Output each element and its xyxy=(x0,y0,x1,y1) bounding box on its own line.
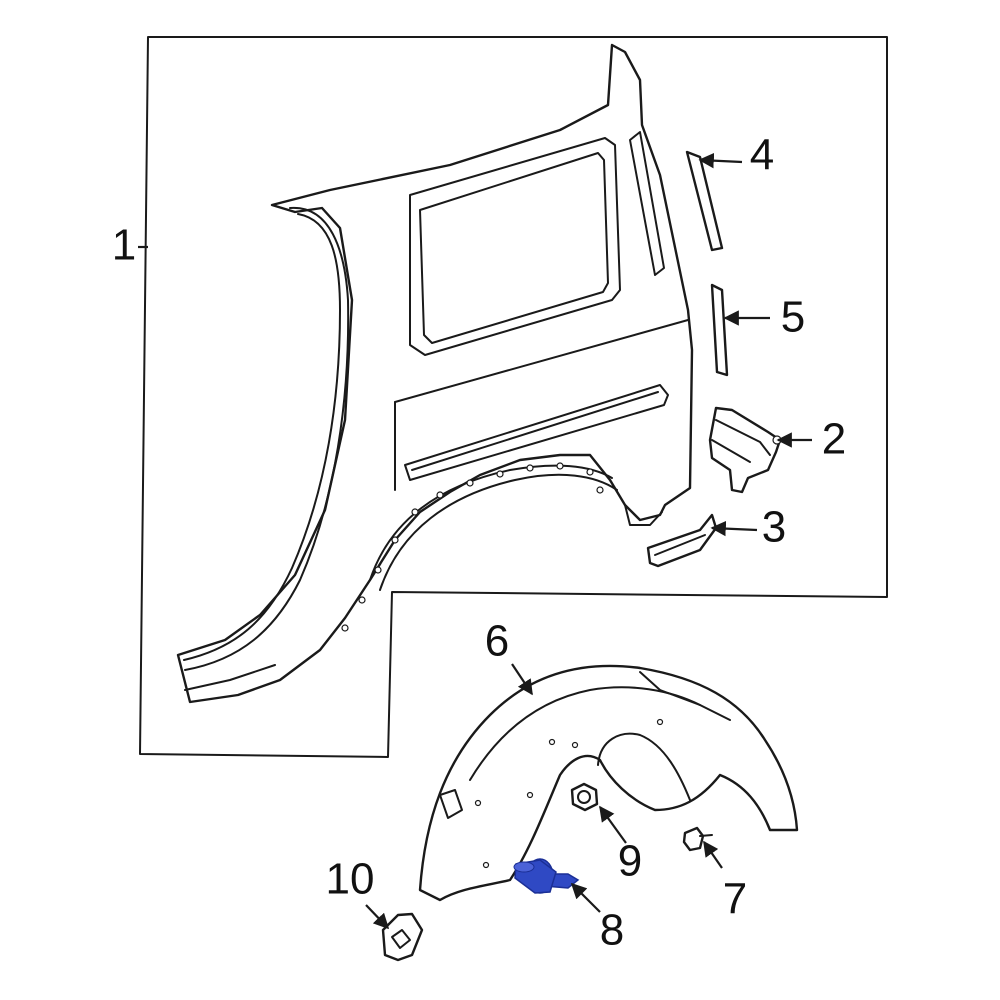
mounting-plate[interactable] xyxy=(381,912,424,962)
callout-5: 5 xyxy=(781,293,805,342)
callout-10: 10 xyxy=(326,855,375,904)
trim-strip[interactable] xyxy=(710,283,729,377)
push-pin-highlighted[interactable] xyxy=(513,858,580,894)
callout-6: 6 xyxy=(485,617,509,666)
callout-9: 9 xyxy=(618,837,642,886)
reinforcement[interactable] xyxy=(646,513,718,568)
panel-dimples xyxy=(341,462,604,632)
quarter-panel[interactable] xyxy=(176,43,694,704)
leader-lines xyxy=(138,152,812,930)
callout-3: 3 xyxy=(762,503,786,552)
callout-1: 1 xyxy=(112,221,136,270)
callout-4: 4 xyxy=(750,131,774,180)
wheelhouse-liner[interactable] xyxy=(418,664,799,902)
callout-2: 2 xyxy=(822,415,846,464)
nut[interactable] xyxy=(570,782,599,812)
clip[interactable] xyxy=(682,826,713,852)
callout-labels: 1 2 3 4 5 6 7 8 9 10 xyxy=(112,131,846,955)
callout-8: 8 xyxy=(600,906,624,955)
molding-strip[interactable] xyxy=(685,150,724,252)
callout-7: 7 xyxy=(723,875,747,924)
assembly-frame xyxy=(139,36,888,758)
bracket[interactable] xyxy=(708,406,782,494)
